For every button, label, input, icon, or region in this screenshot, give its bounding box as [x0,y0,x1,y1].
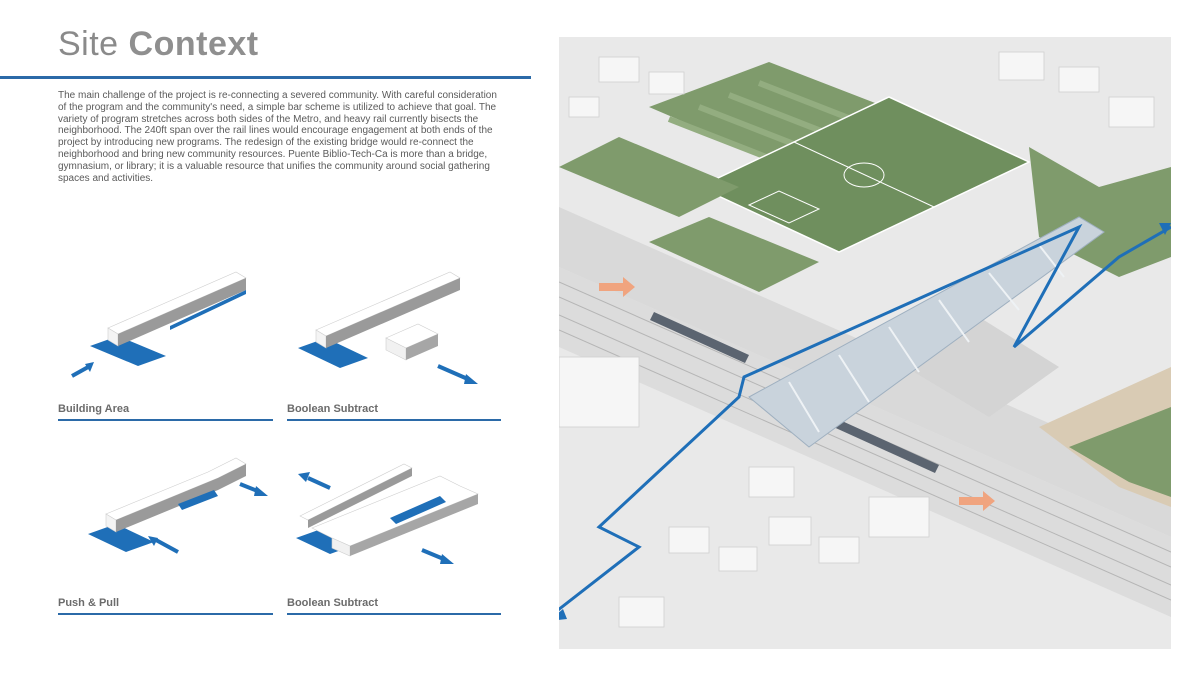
massing-bar-top [315,271,461,337]
caption-building-area: Building Area [58,403,130,415]
tree-lawn [649,217,819,292]
soccer-center-circle [843,162,885,188]
blue-direction-arrow-icon [421,548,454,564]
buildings [559,51,1155,628]
massing-bar-side [118,278,246,346]
caption-rule-1 [58,419,273,421]
left-turf [559,137,739,217]
soccer-box [747,190,821,224]
rail-corridor [559,267,1171,617]
title-light: Site [58,25,119,63]
diagram-boolean-subtract-1 [290,262,490,387]
diagram-boolean-subtract-2 [290,452,490,572]
caption-rule-3 [58,613,273,615]
caption-boolean-subtract-1: Boolean Subtract [287,403,379,415]
caption-rule-2 [287,419,501,421]
blue-direction-arrow-icon [148,536,179,554]
blue-direction-arrow-icon [239,482,268,496]
massing-bar-side [116,464,246,532]
diagram-push-pull [58,452,278,557]
site-plan-drawing [559,37,1171,649]
massing-bar-accent [170,290,246,330]
orange-rail-arrow-east [959,491,995,511]
caption-push-pull: Push & Pull [58,597,120,609]
ballfield-grass [1069,407,1171,497]
soccer-midline [793,141,935,208]
train-west [650,312,749,363]
massing-footprint [298,338,368,368]
split-bar-lower-side [350,494,478,556]
blue-direction-arrow-icon [71,362,94,378]
subtracted-block-side [406,334,438,360]
orange-rail-arrow-west [599,277,635,297]
intro-paragraph: The main challenge of the project is re-… [58,90,497,184]
boolean-subtract-massing-1 [298,271,478,384]
caption-rule-4 [287,613,501,615]
massing-footprint [90,336,166,366]
bridge-ribs [788,244,1065,433]
building-area-massing [71,271,247,378]
push-pull-massing [88,457,268,554]
blue-route-arrow-icon [559,223,1171,620]
blue-direction-arrow-icon [437,364,478,384]
diagram-building-area [58,262,258,387]
site-axonometric-image [559,37,1171,649]
page-title: Site Context [58,22,259,66]
split-bar-upper-side [308,468,412,528]
blue-direction-arrow-icon [298,472,331,490]
boolean-subtract-massing-2 [296,463,479,564]
massing-bar-accent [178,490,218,510]
title-bold: Context [128,25,259,63]
caption-boolean-subtract-2: Boolean Subtract [287,597,379,609]
massing-footprint [88,524,154,552]
title-rule [0,76,531,79]
massing-bar-top [105,457,247,521]
massing-bar-side [326,278,460,348]
massing-bar-accent [390,496,446,524]
